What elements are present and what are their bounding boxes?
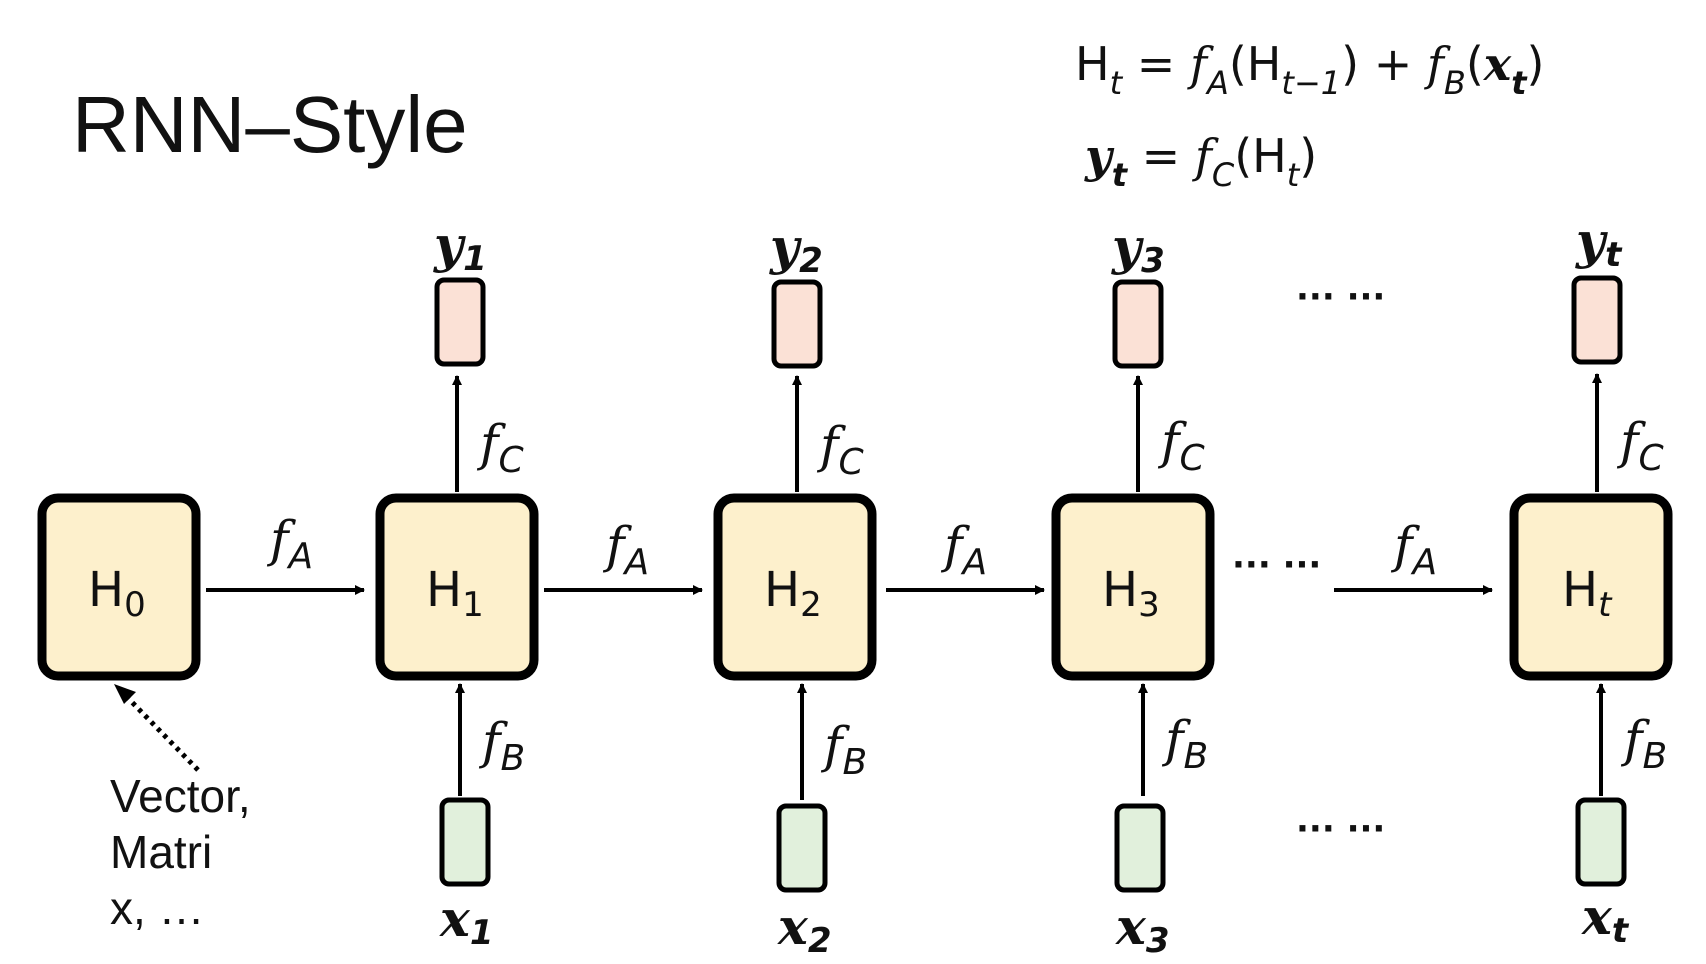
ellipsis-top: ··· ··· [1296, 277, 1385, 317]
input-x1-box [439, 797, 491, 887]
input-x3-label: x3 [1115, 897, 1169, 961]
output-y2-box [771, 279, 823, 369]
svg-text:fC: fC [1616, 412, 1665, 479]
svg-text:fB: fB [1620, 710, 1667, 777]
svg-text:H1: H1 [426, 562, 484, 625]
output-y3-label: y3 [1111, 217, 1165, 281]
svg-text:fB: fB [1161, 710, 1208, 777]
svg-text:H2: H2 [764, 562, 822, 625]
h0-note-line3: x, … [110, 882, 205, 934]
svg-text:fB: fB [478, 712, 525, 779]
svg-text:fB: fB [820, 716, 867, 783]
svg-text:fA: fA [940, 516, 987, 583]
svg-text:fA: fA [1390, 516, 1437, 583]
hidden-state-h1: H1 [375, 493, 539, 681]
transition-arrow-h2-h3: fA [886, 516, 1045, 595]
output-y3-box [1112, 279, 1164, 369]
equation-output: yt = fC(Ht) [1084, 129, 1317, 194]
output-column-1: fC y1 [433, 215, 525, 492]
svg-text:fC: fC [1157, 412, 1206, 479]
svg-text:fC: fC [476, 414, 525, 481]
output-column-2: fC y2 [769, 217, 865, 492]
transition-arrow-h0-h1: fA [206, 510, 365, 595]
hidden-state-h2: H2 [713, 493, 877, 681]
input-x1-label: x1 [439, 889, 493, 953]
svg-text:fC: fC [816, 416, 865, 483]
output-y1-box [434, 277, 486, 367]
svg-text:fA: fA [266, 510, 313, 577]
svg-text:H3: H3 [1102, 562, 1160, 625]
transition-arrow-h1-h2: fA [544, 516, 703, 595]
ellipsis-middle: ··· ··· [1232, 545, 1321, 585]
diagram-title: RNN–Style [72, 80, 468, 169]
output-column-t: fC yt [1571, 211, 1665, 492]
input-column-1: fB x1 [439, 683, 525, 953]
input-column-3: fB x3 [1114, 683, 1208, 961]
ellipsis-bottom: ··· ··· [1296, 809, 1385, 849]
h0-note-line1: Vector, [110, 770, 251, 822]
input-xt-label: xt [1581, 887, 1630, 951]
output-y2-label: y2 [769, 217, 823, 281]
equation-hidden-update: Ht = fA(Ht−1) + fB(xt) [1075, 37, 1544, 102]
input-x2-box [776, 803, 828, 893]
input-x3-box [1114, 803, 1166, 893]
transition-arrow-to-ht: fA [1334, 516, 1493, 595]
output-column-3: fC y3 [1111, 217, 1206, 492]
h0-note-line2: Matri [110, 826, 212, 878]
input-column-2: fB x2 [776, 683, 867, 961]
svg-text:Ht: Ht [1562, 562, 1613, 625]
svg-text:fA: fA [602, 516, 649, 583]
hidden-state-h3: H3 [1051, 493, 1215, 681]
svg-text:H0: H0 [88, 562, 146, 625]
hidden-state-h0: H0 [37, 493, 201, 681]
input-xt-box [1575, 797, 1627, 887]
output-y1-label: y1 [433, 215, 487, 279]
output-yt-label: yt [1575, 211, 1623, 275]
input-x2-label: x2 [777, 897, 831, 961]
h0-annotation-pointer [114, 684, 200, 772]
hidden-state-ht: Ht [1509, 493, 1673, 681]
output-yt-box [1571, 275, 1623, 365]
input-column-t: fB xt [1575, 683, 1667, 951]
